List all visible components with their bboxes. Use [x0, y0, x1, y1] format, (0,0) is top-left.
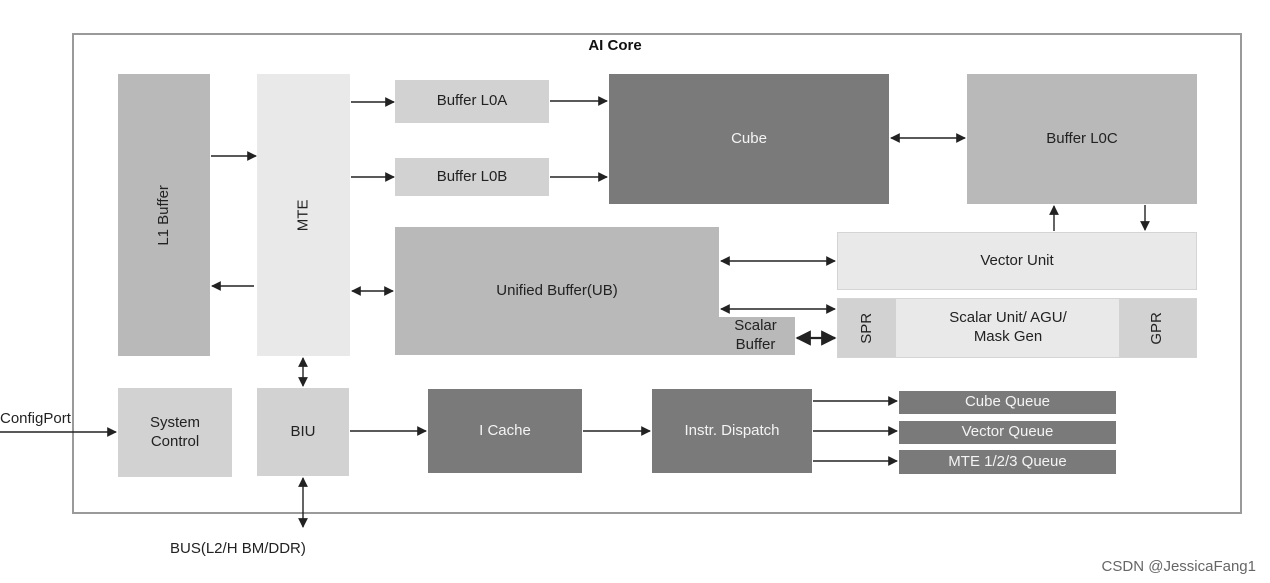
scalar-unit-block: Scalar Unit/ AGU/ Mask Gen [898, 299, 1118, 357]
scalar-buffer-label-line1: Scalar [734, 317, 777, 335]
system-control-label-line2: Control [150, 432, 200, 450]
watermark-text: CSDN @JessicaFang1 [1101, 558, 1256, 575]
i-cache-block: I Cache [428, 389, 582, 473]
scalar-buffer-block: Scalar Buffer [716, 317, 795, 355]
buffer-l0b-block: Buffer L0B [395, 158, 549, 196]
spr-block: SPR [838, 299, 896, 357]
i-cache-label: I Cache [479, 421, 531, 439]
vector-queue-block: Vector Queue [899, 421, 1116, 444]
biu-block: BIU [257, 388, 349, 476]
unified-buffer-label: Unified Buffer(UB) [496, 281, 618, 299]
mte-queue-block: MTE 1/2/3 Queue [899, 450, 1116, 474]
vector-queue-label: Vector Queue [961, 423, 1054, 441]
biu-label: BIU [290, 422, 316, 440]
ai-core-frame [72, 33, 1242, 514]
vector-unit-label: Vector Unit [980, 251, 1054, 269]
ai-core-title: AI Core [588, 37, 642, 54]
buffer-l0c-block: Buffer L0C [967, 74, 1197, 204]
cube-queue-label: Cube Queue [964, 393, 1051, 411]
cube-block: Cube [609, 74, 889, 204]
cube-queue-block: Cube Queue [899, 391, 1116, 414]
buffer-l0c-label: Buffer L0C [1046, 129, 1118, 147]
buffer-l0a-block: Buffer L0A [395, 80, 549, 123]
buffer-l0b-label: Buffer L0B [436, 167, 508, 185]
system-control-block: System Control [118, 388, 232, 477]
cube-label: Cube [731, 129, 767, 147]
config-port-label: ConfigPort [0, 410, 71, 427]
mte-block: MTE [257, 74, 350, 356]
vector-unit-block: Vector Unit [837, 232, 1197, 290]
scalar-buffer-label-line2: Buffer [735, 336, 776, 353]
buffer-l0a-label: Buffer L0A [436, 92, 508, 110]
instr-dispatch-label: Instr. Dispatch [684, 421, 780, 439]
unified-buffer-block: Unified Buffer(UB) [395, 227, 719, 355]
gpr-block: GPR [1119, 299, 1196, 357]
instr-dispatch-block: Instr. Dispatch [652, 389, 812, 473]
bus-label: BUS(L2/H BM/DDR) [170, 540, 306, 557]
mte-queue-label: MTE 1/2/3 Queue [948, 452, 1067, 470]
scalar-unit-label-line1: Scalar Unit/ AGU/ [949, 309, 1067, 327]
system-control-label-line1: System [149, 413, 200, 431]
l1-buffer-block: L1 Buffer [118, 74, 210, 356]
scalar-unit-label-line2: Mask Gen [973, 328, 1043, 345]
